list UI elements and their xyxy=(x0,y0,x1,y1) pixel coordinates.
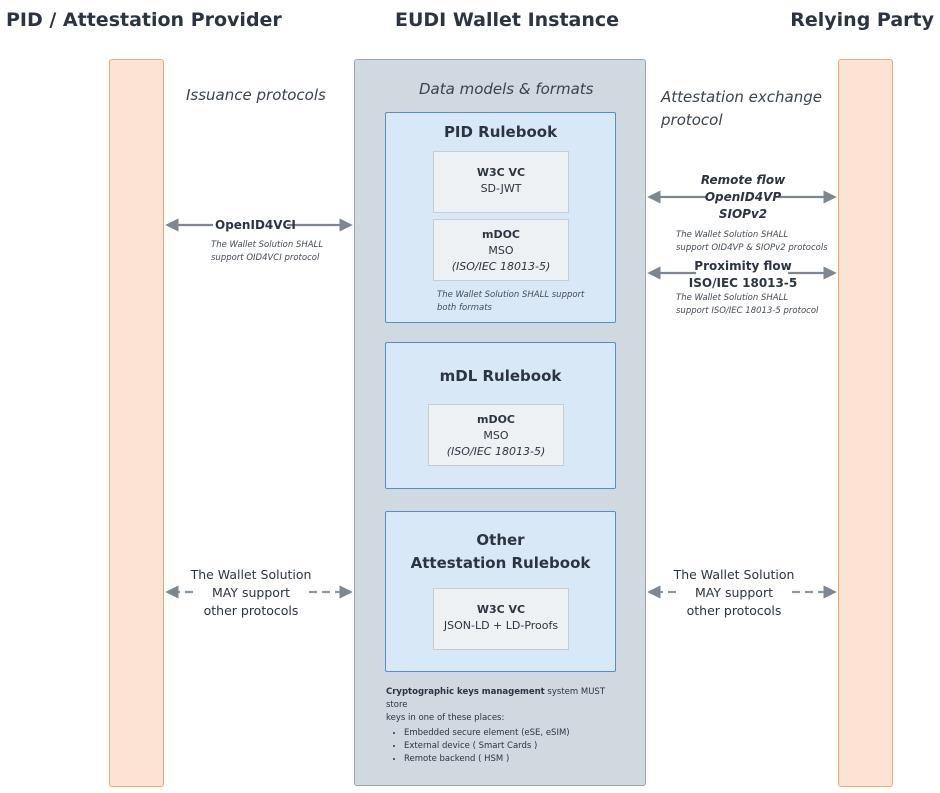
openid4vci-label: OpenID4VCI xyxy=(215,218,296,232)
keys-management-bold: Cryptographic keys management xyxy=(386,687,545,697)
other-rulebook-title: Other Attestation Rulebook xyxy=(386,529,615,575)
pid-rulebook-note-line1: The Wallet Solution SHALL support xyxy=(437,290,585,300)
remote-flow-line1: Remote flow xyxy=(700,173,786,187)
openid4vci-note-line2: support OID4VCI protocol xyxy=(211,252,320,263)
pid-format-mdoc-encoding: MSO xyxy=(488,244,514,257)
other-format-w3c-vc-encoding: JSON-LD + LD-Proofs xyxy=(443,619,559,632)
pid-format-w3c-vc: W3C VC SD-JWT xyxy=(433,151,569,213)
keys-storage-list: Embedded secure element (eSE, eSIM) Exte… xyxy=(386,727,626,766)
pid-rulebook: PID Rulebook W3C VC SD-JWT mDOC MSO (ISO… xyxy=(385,112,616,323)
openid4vci-note: The Wallet Solution SHALL support OID4VC… xyxy=(211,239,323,264)
remote-flow-line2: OpenID4VP xyxy=(704,190,782,204)
data-models-label: Data models & formats xyxy=(419,80,594,98)
heading-relying-party: Relying Party xyxy=(790,9,934,31)
proximity-flow-note: The Wallet Solution SHALL support ISO/IE… xyxy=(676,292,818,317)
pid-format-w3c-vc-name: W3C VC xyxy=(476,166,526,179)
relying-party-column xyxy=(838,59,893,787)
pid-format-mdoc-name: mDOC xyxy=(481,228,521,241)
remote-flow-note-line2: support OID4VP & SIOPv2 protocols xyxy=(676,242,828,253)
proximity-flow-note-line2: support ISO/IEC 18013-5 protocol xyxy=(676,305,819,316)
other-protocols-right-label: The Wallet Solution MAY support other pr… xyxy=(669,566,799,620)
keys-management-line2: keys in one of these places: xyxy=(386,713,505,723)
mdl-format-mdoc-name: mDOC xyxy=(476,413,516,426)
proximity-flow-line2: ISO/IEC 18013-5 xyxy=(688,276,798,290)
proximity-flow-line1: Proximity flow xyxy=(694,259,792,273)
keys-management-rest: system MUST store xyxy=(386,687,606,710)
remote-flow-label: Remote flow OpenID4VP SIOPv2 xyxy=(680,172,806,223)
remote-flow-note: The Wallet Solution SHALL support OID4VP… xyxy=(676,229,828,254)
pid-format-mdoc-standard: (ISO/IEC 18013-5) xyxy=(451,260,551,273)
openid4vci-note-line1: The Wallet Solution SHALL xyxy=(211,240,324,250)
heading-pid-provider: PID / Attestation Provider xyxy=(6,9,282,31)
proximity-flow-note-line1: The Wallet Solution SHALL xyxy=(676,293,789,303)
keys-storage-item: Embedded secure element (eSE, eSIM) xyxy=(404,727,626,740)
keys-storage-item: External device ( Smart Cards ) xyxy=(404,740,626,753)
other-rulebook-title-line1: Other xyxy=(476,531,525,549)
exchange-protocol-label-line2: protocol xyxy=(661,111,723,129)
pid-format-w3c-vc-encoding: SD-JWT xyxy=(480,182,522,195)
other-format-w3c-vc: W3C VC JSON-LD + LD-Proofs xyxy=(433,588,569,650)
other-protocols-left-line2: MAY support xyxy=(212,585,290,600)
pid-rulebook-note-line2: both formats xyxy=(437,302,492,313)
exchange-protocol-label-line1: Attestation exchange xyxy=(661,88,822,106)
mdl-rulebook: mDL Rulebook mDOC MSO (ISO/IEC 18013-5) xyxy=(385,342,616,489)
other-format-w3c-vc-name: W3C VC xyxy=(476,603,526,616)
keys-storage-item: Remote backend ( HSM ) xyxy=(404,753,626,766)
issuance-protocols-label: Issuance protocols xyxy=(186,86,326,104)
mdl-format-mdoc: mDOC MSO (ISO/IEC 18013-5) xyxy=(428,404,564,466)
other-attestation-rulebook: Other Attestation Rulebook W3C VC JSON-L… xyxy=(385,511,616,672)
other-protocols-left-label: The Wallet Solution MAY support other pr… xyxy=(186,566,316,620)
pid-provider-column xyxy=(109,59,164,787)
heading-wallet-instance: EUDI Wallet Instance xyxy=(395,9,620,31)
mdl-format-mdoc-encoding: MSO xyxy=(483,429,509,442)
other-protocols-left-line1: The Wallet Solution xyxy=(190,567,312,582)
proximity-flow-label: Proximity flow ISO/IEC 18013-5 xyxy=(680,258,806,292)
pid-rulebook-note: The Wallet Solution SHALL support both f… xyxy=(437,289,584,314)
pid-rulebook-title: PID Rulebook xyxy=(443,123,558,141)
other-protocols-right-line3: other protocols xyxy=(686,603,782,618)
keys-management-note: Cryptographic keys management system MUS… xyxy=(386,686,626,766)
mdl-rulebook-title: mDL Rulebook xyxy=(439,367,562,385)
mdl-format-mdoc-standard: (ISO/IEC 18013-5) xyxy=(446,445,546,458)
pid-format-mdoc: mDOC MSO (ISO/IEC 18013-5) xyxy=(433,219,569,281)
other-protocols-right-line1: The Wallet Solution xyxy=(673,567,795,582)
remote-flow-note-line1: The Wallet Solution SHALL xyxy=(676,230,789,240)
other-protocols-left-line3: other protocols xyxy=(203,603,299,618)
exchange-protocol-label: Attestation exchange protocol xyxy=(661,86,822,132)
other-rulebook-title-line2: Attestation Rulebook xyxy=(410,554,591,572)
remote-flow-line3: SIOPv2 xyxy=(718,207,768,221)
other-protocols-right-line2: MAY support xyxy=(695,585,773,600)
